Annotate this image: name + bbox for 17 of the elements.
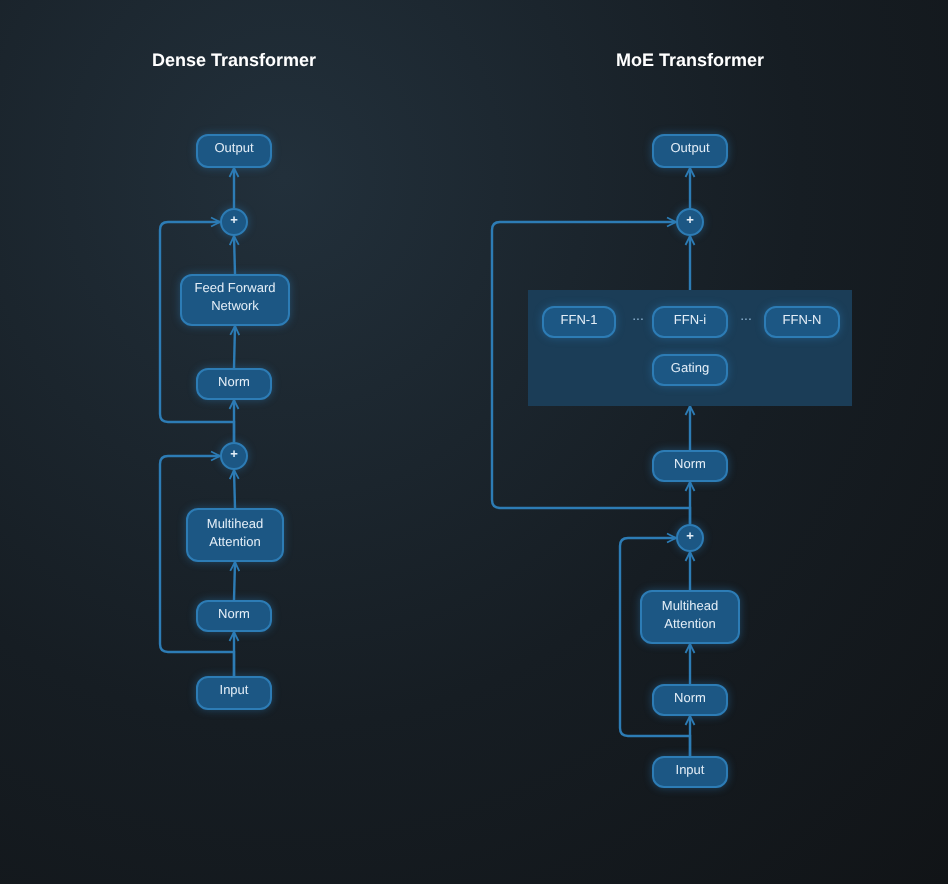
arrow [684,235,696,290]
arrow [490,216,692,524]
arrow [228,469,240,509]
arrow [684,167,696,208]
arrow [229,561,241,601]
arrow [229,325,241,369]
expert-panel [528,290,852,406]
arrow [228,235,240,275]
arrow [684,643,696,684]
column-title: MoE Transformer [615,50,765,70]
arrow [684,405,696,450]
arrow [228,167,240,208]
arrow [158,450,236,676]
column-title: Dense Transformer [151,50,317,70]
arrow [684,551,696,590]
arrow [618,532,692,756]
arrow [158,216,236,442]
